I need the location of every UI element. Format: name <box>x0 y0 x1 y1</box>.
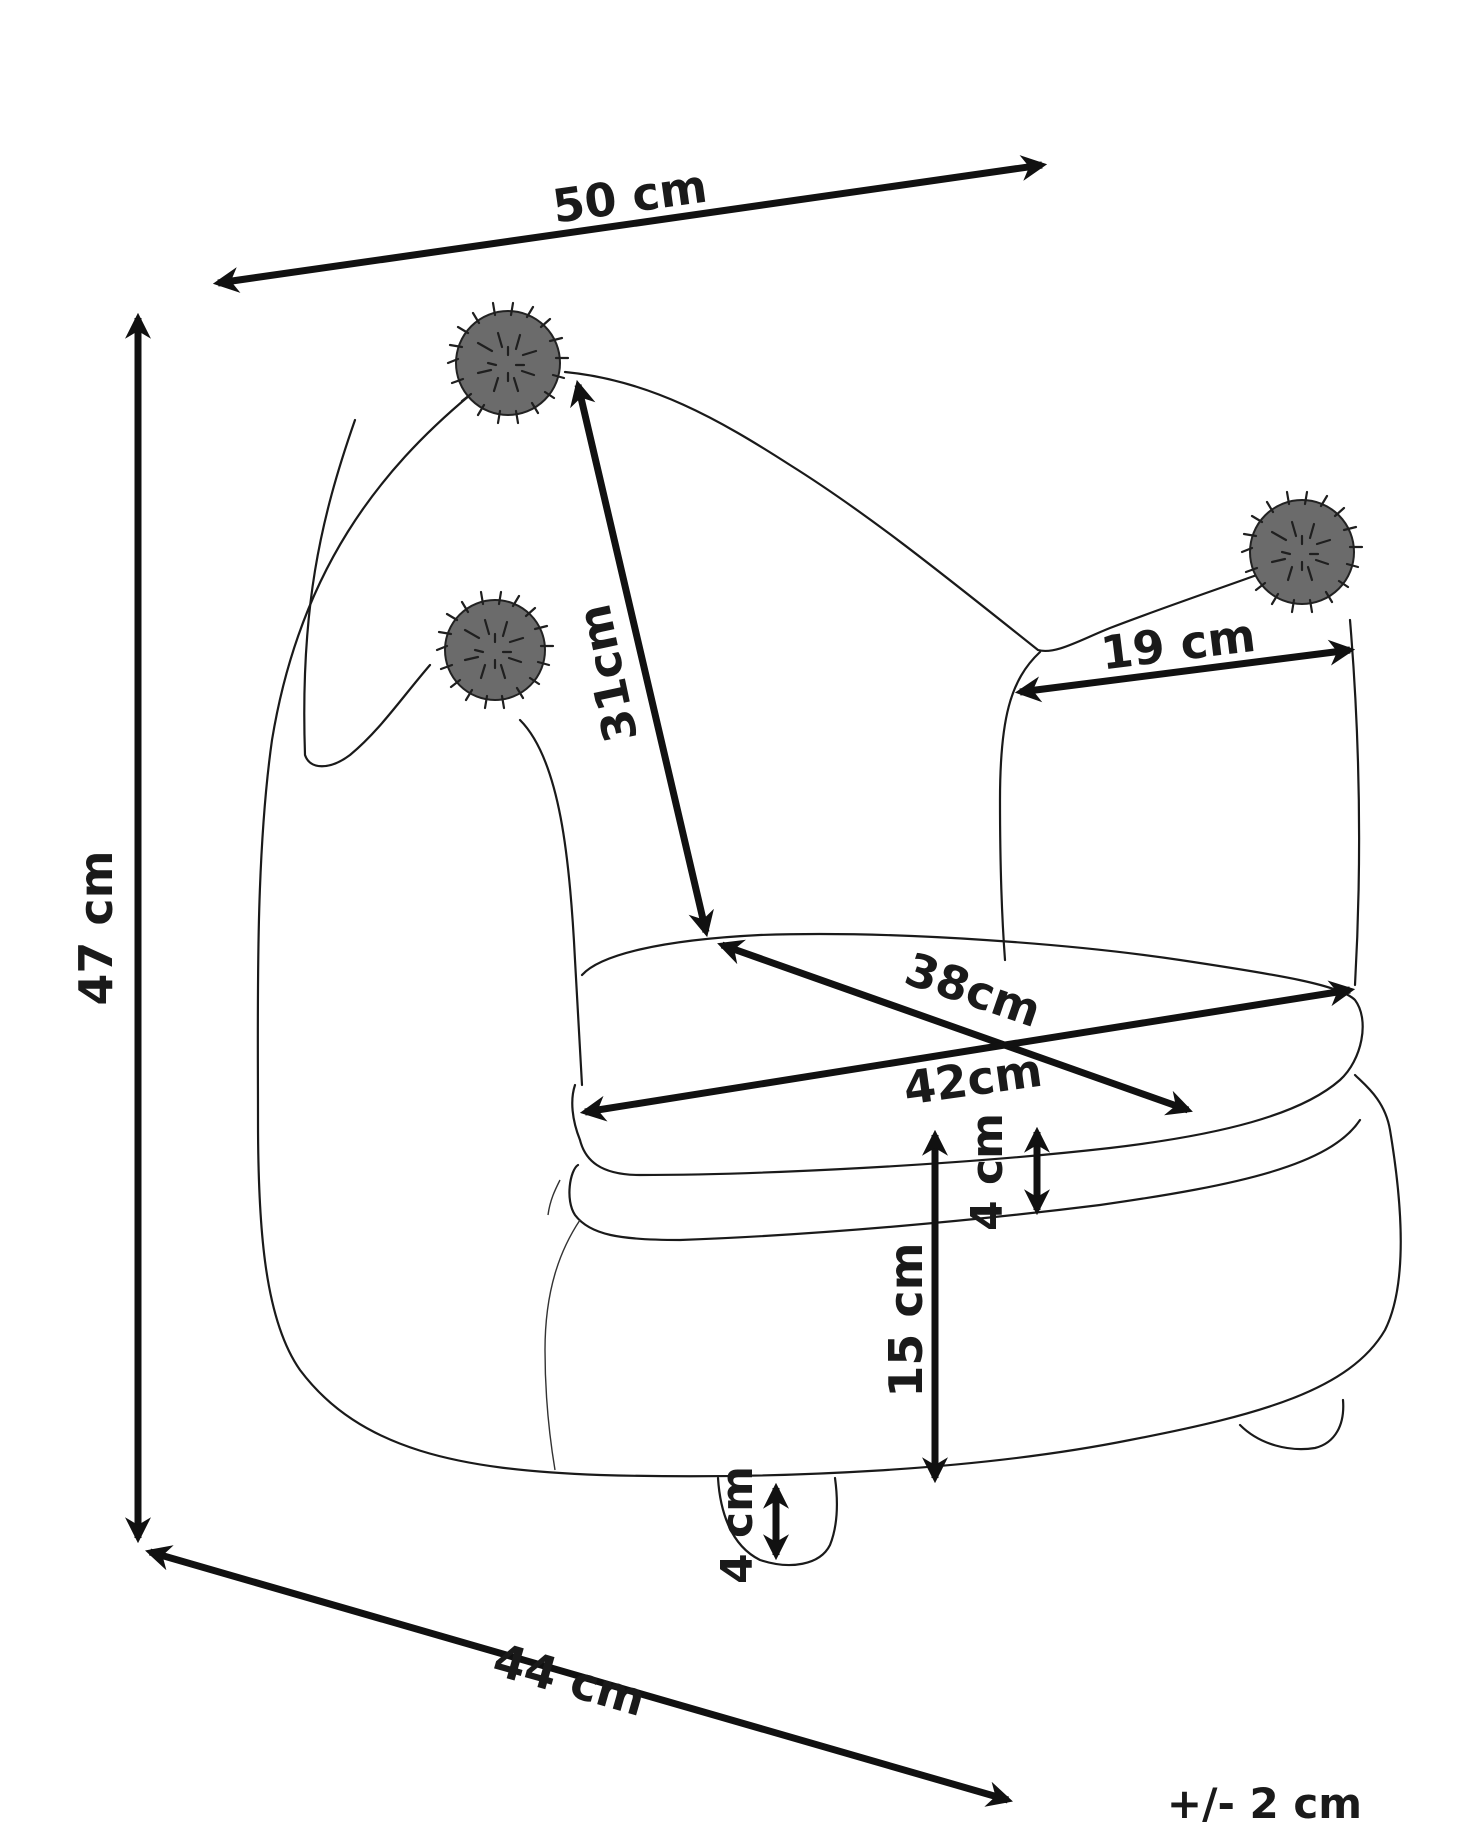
label-depth-bottom: 44 cm <box>487 1632 651 1727</box>
base-seam-left <box>544 1219 581 1471</box>
pompom-left-mid <box>435 590 555 710</box>
arrow-backrest <box>570 379 714 938</box>
dimension-labels: 50 cm 47 cm 44 cm 31cm 19 cm 38cm 42cm 4… <box>69 159 1362 1828</box>
right-ear-outline <box>1348 618 1361 987</box>
cushion-front-edge <box>568 1118 1362 1242</box>
pompom-left-top <box>446 301 570 425</box>
arrow-seat-width <box>579 980 1356 1122</box>
left-armrest-inner <box>518 718 584 1087</box>
arrow-width-top <box>212 155 1048 293</box>
armrest-seam-left <box>547 1179 561 1216</box>
label-ear-span: 19 cm <box>1098 608 1259 681</box>
arrow-depth-bottom <box>145 1545 1013 1807</box>
chair-outline <box>256 370 1402 1567</box>
backrest-top-line <box>563 370 1267 653</box>
left-ear-inner <box>303 418 432 768</box>
right-inner-backrest <box>998 650 1042 962</box>
label-seat-depth: 38cm <box>899 942 1048 1038</box>
label-seat-width: 42cm <box>900 1043 1045 1116</box>
label-cushion: 4 cm <box>962 1113 1013 1231</box>
label-seat-height: 15 cm <box>879 1242 933 1397</box>
label-tolerance: +/- 2 cm <box>1167 1779 1362 1828</box>
label-height-total: 47 cm <box>69 850 123 1005</box>
arrow-ear-span <box>1014 639 1356 703</box>
dimension-arrows <box>125 155 1356 1807</box>
back-right-leg <box>1238 1398 1345 1451</box>
chair-body-outline <box>256 393 1402 1478</box>
pompom-right <box>1240 490 1364 614</box>
label-leg: 4 cm <box>712 1466 763 1584</box>
label-width-top: 50 cm <box>549 159 710 234</box>
